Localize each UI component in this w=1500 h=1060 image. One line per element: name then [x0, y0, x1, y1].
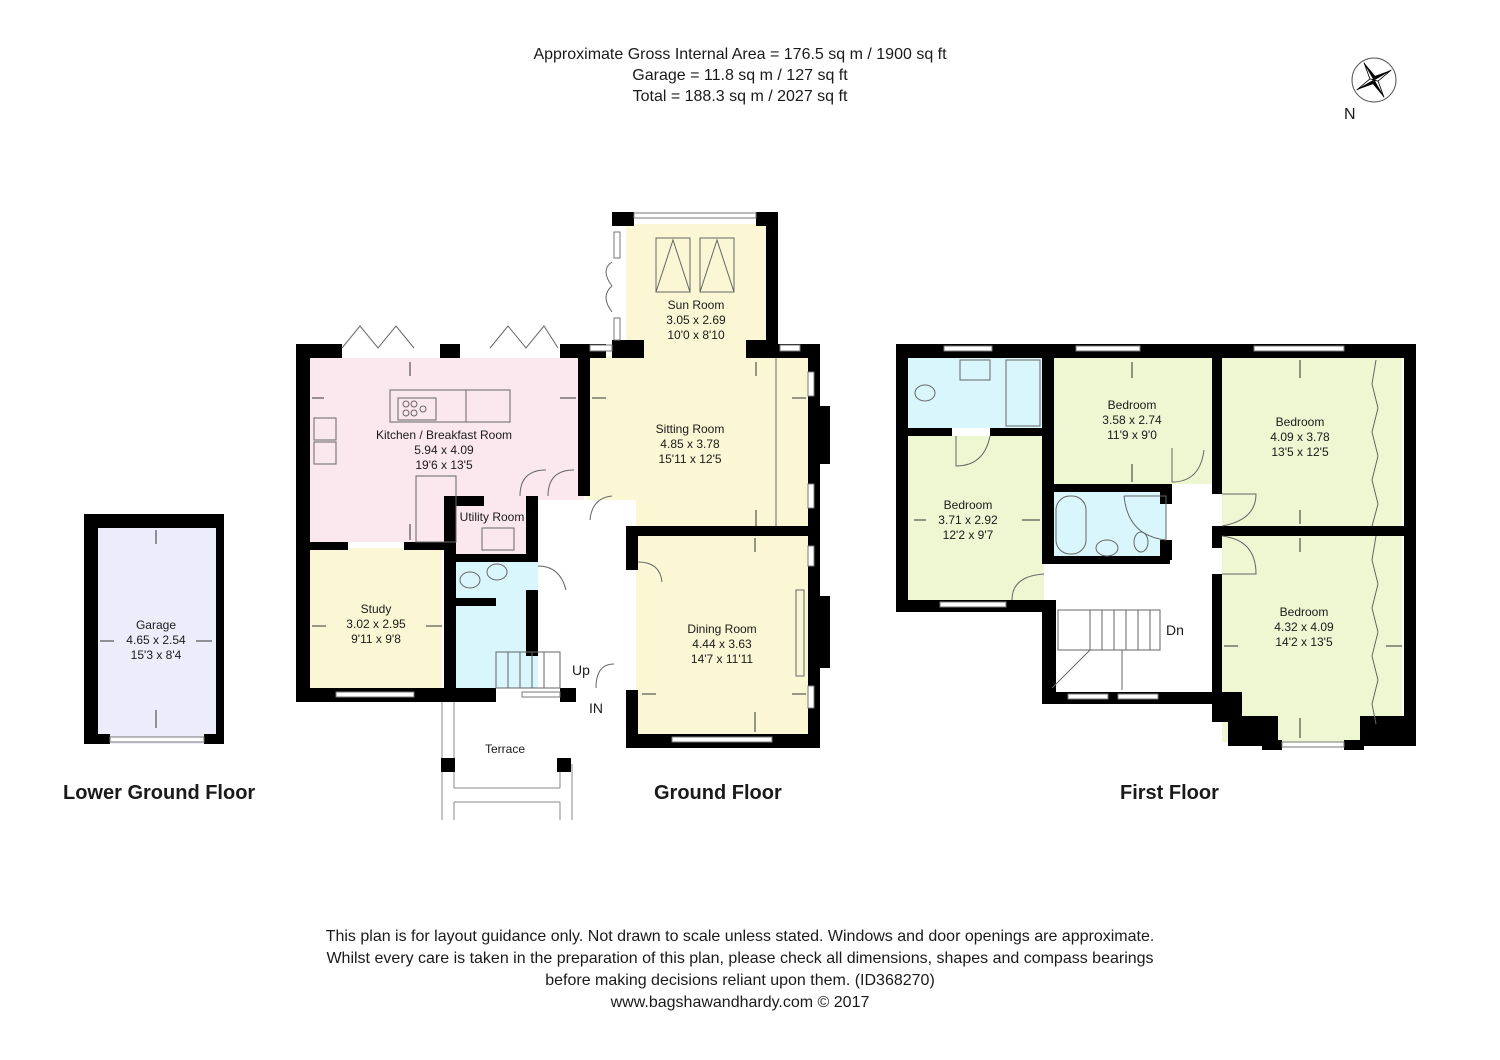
terrace: Terrace — [485, 742, 525, 757]
room-metric: 3.71 x 2.92 — [938, 513, 998, 527]
room-bedroom-3: Bedroom 3.58 x 2.74 11'9 x 9'0 — [1102, 398, 1161, 443]
room-name: Sun Room — [667, 298, 725, 312]
first-floor-label: First Floor — [1120, 782, 1219, 804]
compass-rose-icon — [1351, 57, 1397, 103]
room-name: Bedroom — [1279, 605, 1329, 619]
north-label: N — [1344, 106, 1356, 123]
first-floor-plan — [896, 344, 1416, 750]
disclaimer-line-2: Whilst every care is taken in the prepar… — [326, 950, 1154, 967]
room-metric: 5.94 x 4.09 — [414, 443, 474, 457]
room-bedroom-1: Bedroom 4.32 x 4.09 14'2 x 13'5 — [1274, 605, 1333, 650]
room-name: Dining Room — [687, 622, 757, 636]
entrance-label: IN — [589, 700, 603, 716]
room-bedroom-4: Bedroom 3.71 x 2.92 12'2 x 9'7 — [938, 498, 997, 543]
stairs-up-label: Up — [572, 662, 590, 678]
room-imperial: 14'2 x 13'5 — [1275, 635, 1333, 649]
room-name: Sitting Room — [655, 422, 725, 436]
ground-floor-label: Ground Floor — [654, 782, 782, 804]
disclaimer-line-3: before making decisions reliant upon the… — [545, 972, 935, 989]
room-name: Bedroom — [1107, 398, 1157, 412]
room-garage: Garage 4.65 x 2.54 15'3 x 8'4 — [126, 618, 185, 663]
room-sitting-room: Sitting Room 4.85 x 3.78 15'11 x 12'5 — [656, 422, 725, 467]
compass: N — [1344, 56, 1402, 126]
room-name: Study — [360, 602, 392, 616]
room-imperial: 10'0 x 8'10 — [667, 328, 725, 342]
room-metric: 4.32 x 4.09 — [1274, 620, 1334, 634]
room-metric: 3.58 x 2.74 — [1102, 413, 1162, 427]
room-name: Bedroom — [1275, 415, 1325, 429]
room-dining-room: Dining Room 4.44 x 3.63 14'7 x 11'11 — [687, 622, 756, 667]
lower-ground-floor-label: Lower Ground Floor — [63, 782, 256, 804]
room-imperial: 11'9 x 9'0 — [1107, 428, 1157, 442]
room-metric: 3.02 x 2.95 — [346, 617, 406, 631]
area-summary: Approximate Gross Internal Area = 176.5 … — [0, 44, 1480, 107]
room-utility: Utility Room — [460, 510, 525, 525]
gross-internal-area: Approximate Gross Internal Area = 176.5 … — [533, 46, 947, 63]
disclaimer-line-1: This plan is for layout guidance only. N… — [325, 928, 1155, 945]
room-imperial: 15'3 x 8'4 — [130, 648, 182, 662]
garage-plan — [84, 514, 224, 744]
garage-area: Garage = 11.8 sq m / 127 sq ft — [632, 67, 848, 84]
disclaimer: This plan is for layout guidance only. N… — [0, 926, 1480, 1014]
stairs-down-label: Dn — [1166, 622, 1184, 638]
room-sun-room: Sun Room 3.05 x 2.69 10'0 x 8'10 — [666, 298, 725, 343]
room-imperial: 13'5 x 12'5 — [1271, 445, 1329, 459]
room-metric: 4.44 x 3.63 — [692, 637, 752, 651]
website-copyright: www.bagshawandhardy.com © 2017 — [610, 994, 870, 1011]
room-metric: 4.09 x 3.78 — [1270, 430, 1330, 444]
room-imperial: 12'2 x 9'7 — [942, 528, 994, 542]
room-name: Kitchen / Breakfast Room — [375, 428, 513, 442]
room-metric: 4.85 x 3.78 — [660, 437, 720, 451]
room-imperial: 19'6 x 13'5 — [415, 458, 473, 472]
room-name: Bedroom — [943, 498, 993, 512]
room-metric: 3.05 x 2.69 — [666, 313, 726, 327]
room-name: Terrace — [484, 742, 526, 756]
room-name: Utility Room — [459, 510, 525, 524]
room-bedroom-2: Bedroom 4.09 x 3.78 13'5 x 12'5 — [1270, 415, 1329, 460]
room-study: Study 3.02 x 2.95 9'11 x 9'8 — [346, 602, 405, 647]
room-kitchen-breakfast: Kitchen / Breakfast Room 5.94 x 4.09 19'… — [376, 428, 512, 473]
room-name: Garage — [135, 618, 177, 632]
total-area: Total = 188.3 sq m / 2027 sq ft — [632, 88, 848, 105]
ground-floor-plan — [296, 212, 830, 820]
room-metric: 4.65 x 2.54 — [126, 633, 186, 647]
room-imperial: 9'11 x 9'8 — [351, 632, 401, 646]
room-imperial: 14'7 x 11'11 — [690, 652, 754, 666]
room-imperial: 15'11 x 12'5 — [658, 452, 722, 466]
